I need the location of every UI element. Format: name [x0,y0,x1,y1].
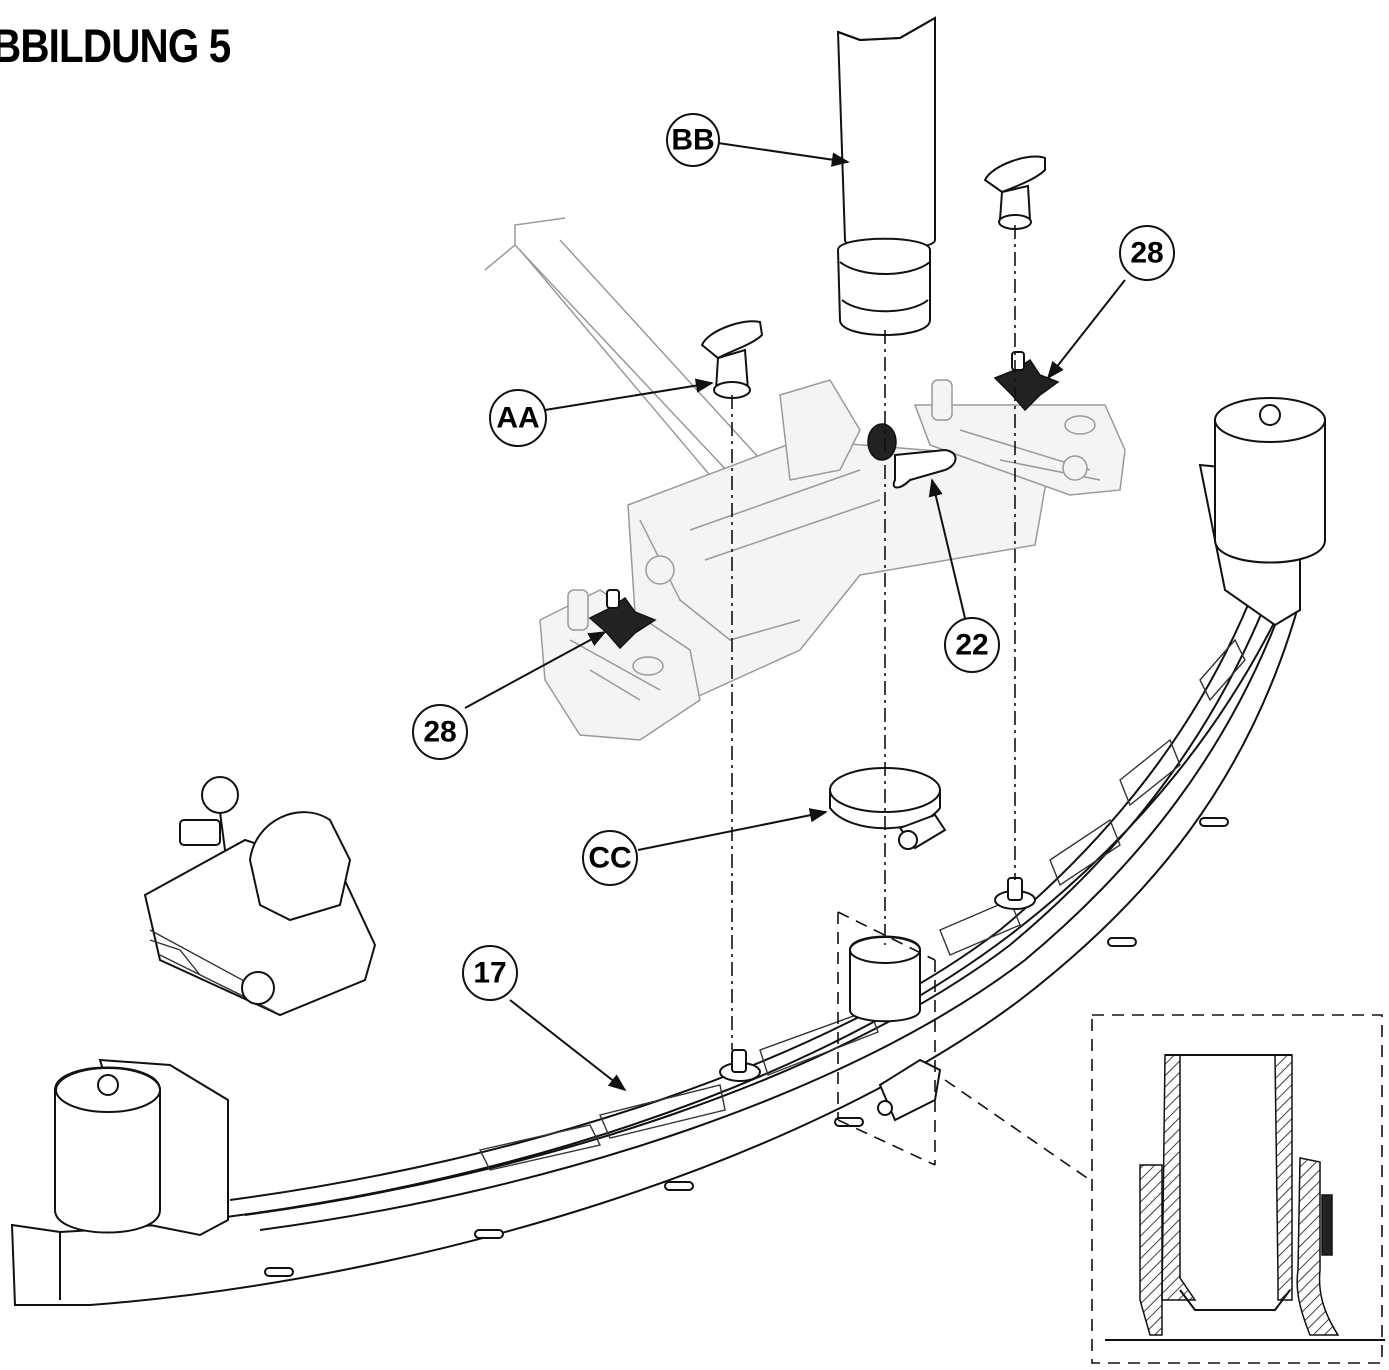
callout-label: 22 [955,629,988,662]
caster-wheel-left [54,1058,229,1237]
callout-28-right: 28 [1119,225,1175,281]
hose-clamp [829,767,947,850]
vacuum-hose [836,16,936,336]
detail-section-view [1091,1014,1385,1364]
callout-label: AA [496,402,539,435]
assembly-centerlines [731,225,1091,1181]
callout-label: 28 [1130,237,1163,270]
callout-label: 28 [423,716,456,749]
callout-28-left: 28 [412,704,468,760]
star-knob-left [588,589,657,650]
callout-aa: AA [489,389,547,447]
star-knob-right [993,351,1060,412]
wing-knob-22 [867,423,957,489]
callout-leaders [464,142,1126,1092]
callout-bb: BB [666,113,720,167]
callout-cc: CC [582,830,638,886]
callout-label: CC [588,842,631,875]
squeegee-mount-bracket [484,217,1126,741]
callout-22: 22 [944,617,1000,673]
figure-title: BBILDUNG 5 [0,19,231,72]
thumb-screw-top-right [983,155,1046,230]
scrubber-machine-thumbnail [143,776,377,1017]
callout-label: BB [671,124,714,157]
callout-label: 17 [473,957,506,990]
thumb-screw-aa [700,320,764,399]
callout-17: 17 [462,945,518,1001]
caster-wheel-right [1198,397,1326,627]
